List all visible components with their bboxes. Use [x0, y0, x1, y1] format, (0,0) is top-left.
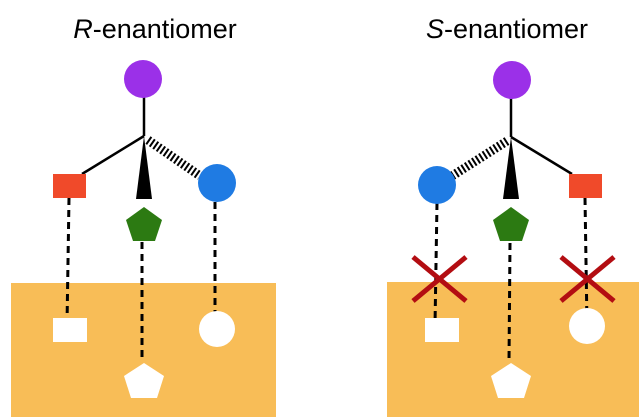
red-x-icon [411, 255, 468, 303]
red-x-icon [559, 255, 616, 303]
top-group-circle-left [124, 60, 162, 98]
wedge-bond-right [503, 137, 519, 199]
top-group-circle-right [493, 61, 531, 99]
circle-group-left [198, 164, 236, 202]
interaction-square-right [583, 197, 589, 326]
circle-site-left [199, 311, 235, 347]
bond-to-square-left [81, 134, 145, 176]
wedge-bond-left [136, 136, 152, 199]
bond-to-square-right [510, 135, 573, 176]
interaction-square-left [65, 197, 71, 326]
interaction-pentagon-right [507, 242, 512, 363]
pentagon-site-left [124, 363, 164, 398]
s-enantiomer-title: S-enantiomer [426, 14, 588, 44]
pentagon-group-left [126, 207, 162, 241]
square-group-left [53, 174, 86, 198]
square-group-right [569, 174, 602, 198]
r-enantiomer-panel: R-enantiomer [11, 14, 276, 417]
pentagon-site-right [491, 363, 531, 398]
circle-site-right [569, 308, 605, 344]
circle-group-right [418, 166, 456, 204]
square-site-left [53, 318, 87, 342]
r-enantiomer-title: R-enantiomer [73, 14, 237, 44]
hashed-bond-left [145, 136, 203, 180]
s-enantiomer-panel: S-enantiomer [387, 14, 639, 417]
interaction-circle-right [433, 202, 439, 326]
pentagon-group-right [493, 207, 529, 241]
square-site-right [425, 318, 459, 342]
hashed-bond-right [449, 137, 510, 180]
